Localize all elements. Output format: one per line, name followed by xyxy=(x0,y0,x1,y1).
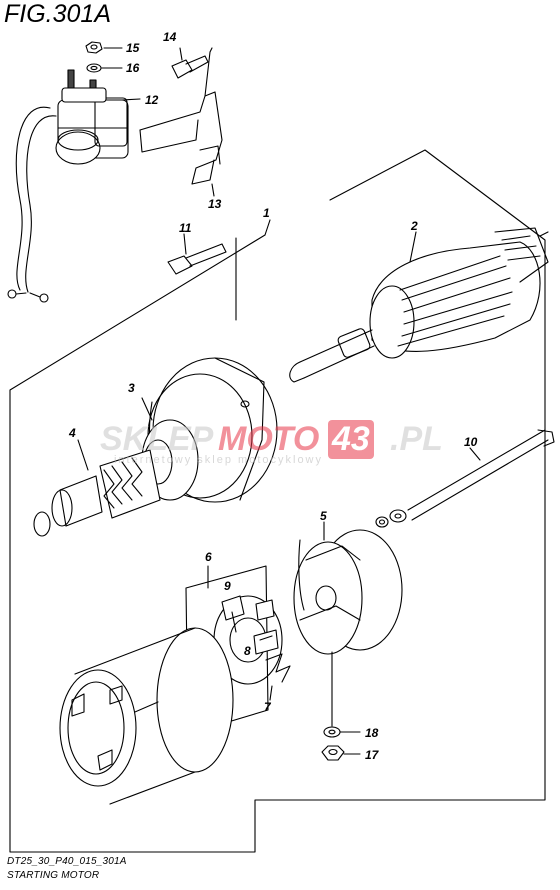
callout-4: 4 xyxy=(68,426,76,440)
callout-9: 9 xyxy=(224,579,231,593)
pinion-assembly-part-4 xyxy=(33,439,161,537)
watermark-brand-mid: MOTO xyxy=(218,420,320,458)
callout-2: 2 xyxy=(410,219,418,233)
brush-spring-part-7 xyxy=(265,653,291,701)
leader-line-7 xyxy=(269,685,273,701)
watermark-brand-left: SKLEP xyxy=(100,420,214,458)
through-bolt-part-10 xyxy=(375,429,555,528)
watermark: SKLEP MOTO 43 .PL internetowy sklep moto… xyxy=(100,420,480,470)
assembly-bracket-outline xyxy=(9,149,546,853)
callout-8: 8 xyxy=(244,644,251,658)
front-housing-part-3 xyxy=(141,357,278,503)
washer-part-18 xyxy=(323,651,361,738)
watermark-brand-num: 43 xyxy=(328,420,374,459)
leader-line-4 xyxy=(77,439,89,471)
watermark-brand-tld: .PL xyxy=(390,420,443,458)
watermark-tagline: internetowy sklep motocyklowy xyxy=(114,454,324,466)
callout-5: 5 xyxy=(320,509,327,523)
figure-code: DT25_30_P40_015_301A xyxy=(7,856,127,867)
callout-10: 10 xyxy=(464,435,478,449)
bolt-part-14 xyxy=(171,47,209,79)
figure-title: FIG.301A xyxy=(4,0,111,28)
callout-15: 15 xyxy=(126,41,140,55)
callout-11: 11 xyxy=(179,221,192,235)
callout-17: 17 xyxy=(365,748,380,762)
callout-18: 18 xyxy=(365,726,379,740)
end-frame-part-5 xyxy=(293,521,403,655)
figure-caption: STARTING MOTOR xyxy=(7,870,100,881)
nut-part-17 xyxy=(321,745,361,761)
leader-line-10 xyxy=(469,447,481,461)
brush-holder-part-9 xyxy=(213,595,283,685)
solenoid-part-12 xyxy=(7,69,141,303)
armature-part-2 xyxy=(289,227,549,383)
callout-7: 7 xyxy=(264,700,272,714)
callout-12: 12 xyxy=(145,93,159,107)
yoke-housing xyxy=(59,627,234,805)
callout-6: 6 xyxy=(205,550,212,564)
bolt-part-11 xyxy=(167,233,237,321)
nut-part-15 xyxy=(85,41,123,54)
bracket-part-13 xyxy=(139,47,223,197)
callout-1: 1 xyxy=(263,206,270,220)
callout-16: 16 xyxy=(126,61,140,75)
leader-line-2 xyxy=(409,231,417,263)
callout-13: 13 xyxy=(208,197,222,211)
leader-line-12 xyxy=(121,98,141,101)
washer-part-16 xyxy=(86,63,123,73)
leader-line-3 xyxy=(141,397,153,421)
brush-part-8 xyxy=(253,629,279,655)
callout-14: 14 xyxy=(163,30,177,44)
leader-line-1 xyxy=(264,219,271,236)
callout-3: 3 xyxy=(128,381,135,395)
